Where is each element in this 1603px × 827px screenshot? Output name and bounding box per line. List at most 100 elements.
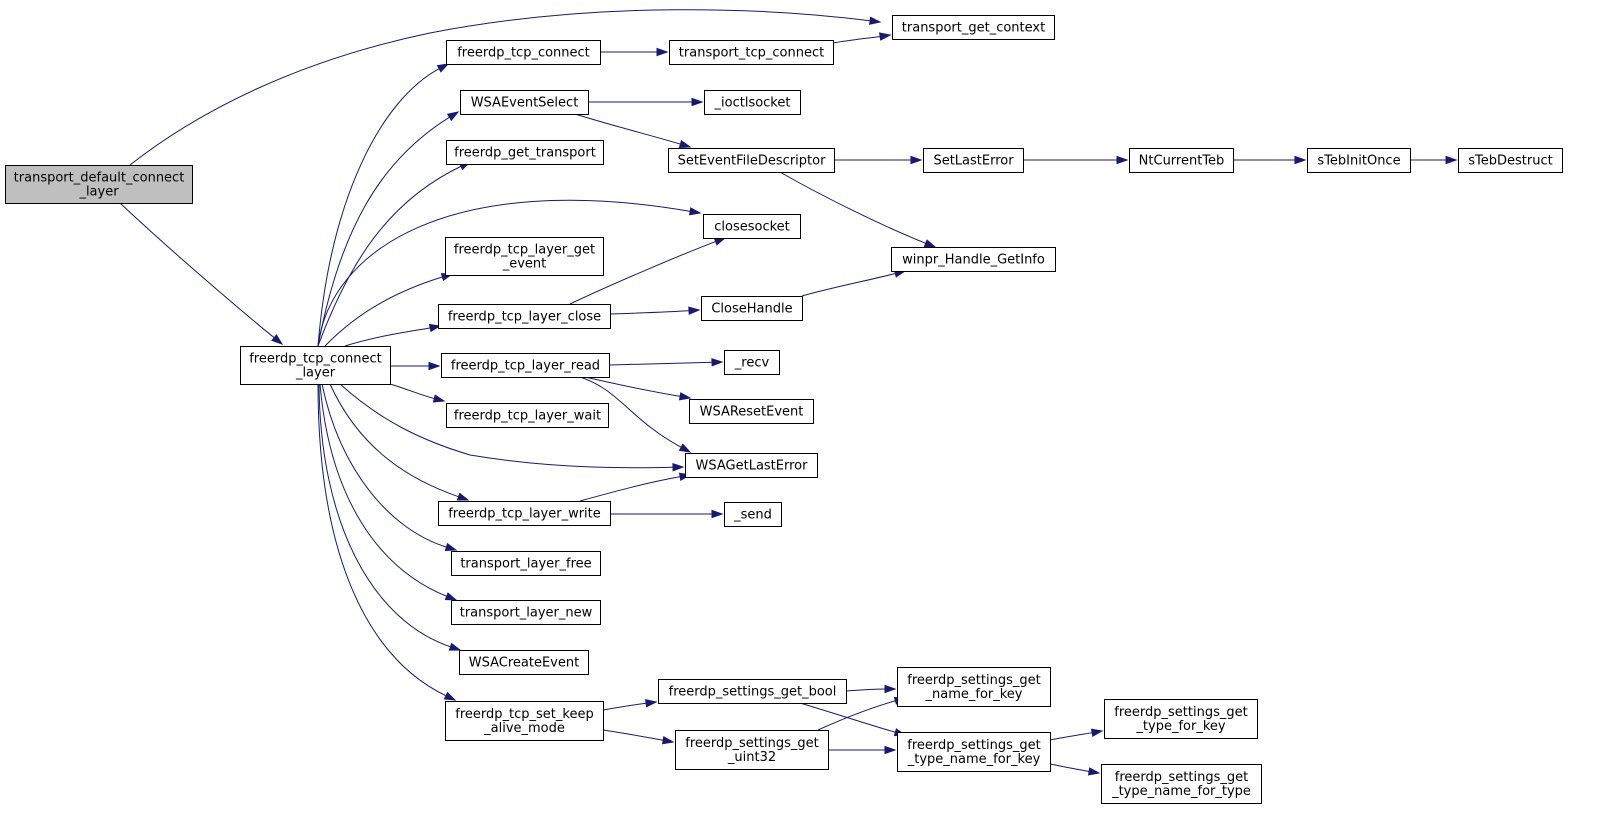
node-label: freerdp_tcp_connect <box>249 352 382 367</box>
arrow-head-icon <box>878 32 892 41</box>
edge-line <box>321 383 448 548</box>
node-label: CloseHandle <box>711 302 792 317</box>
node-box <box>1458 148 1563 173</box>
arrow-head-icon <box>691 97 704 107</box>
edge-ftcl-to-wgle <box>339 383 685 472</box>
edge-line <box>579 376 683 449</box>
edge-ftlr-to-wre <box>584 376 692 401</box>
arrow-head-icon <box>432 394 446 403</box>
node-box <box>445 701 604 741</box>
node-whgi[interactable]: winpr_Handle_GetInfo <box>891 247 1056 272</box>
edge-line <box>344 327 432 347</box>
edge-line <box>129 9 872 166</box>
node-label: SetLastError <box>933 154 1014 169</box>
node-label: SetEventFileDescriptor <box>678 154 827 169</box>
arrow-head-icon <box>678 139 692 149</box>
node-box <box>441 353 610 378</box>
node-fsgu[interactable]: freerdp_settings_get_uint32 <box>675 730 829 770</box>
node-cs[interactable]: closesocket <box>703 214 801 239</box>
node-ttc[interactable]: transport_tcp_connect <box>669 40 834 65</box>
node-box <box>923 148 1024 173</box>
arrow-head-icon <box>661 736 675 745</box>
edge-line <box>324 276 444 347</box>
node-ftskam[interactable]: freerdp_tcp_set_keep_alive_mode <box>445 701 604 741</box>
node-label: WSAEventSelect <box>471 96 579 111</box>
node-box <box>1104 699 1258 739</box>
node-box <box>897 732 1051 772</box>
node-label: _recv <box>734 356 770 371</box>
node-label: _send <box>733 508 772 523</box>
node-label: _uint32 <box>727 750 776 765</box>
arrow-head-icon <box>645 699 658 708</box>
node-label: NtCurrentTeb <box>1139 154 1225 169</box>
node-box <box>689 399 814 424</box>
node-tdcl[interactable]: transport_default_connect_layer <box>5 165 193 204</box>
arrow-head-icon <box>923 239 937 248</box>
node-wes[interactable]: WSAEventSelect <box>460 90 589 115</box>
node-label: _ioctlsocket <box>714 96 791 111</box>
edge-fsgtnk-to-fsgtnt <box>1049 763 1101 776</box>
node-label: freerdp_settings_get <box>1114 705 1247 720</box>
node-wre[interactable]: WSAResetEvent <box>689 399 814 424</box>
edge-line <box>832 35 882 44</box>
node-tln[interactable]: transport_layer_new <box>451 600 601 625</box>
node-box <box>451 600 601 625</box>
node-recv[interactable]: _recv <box>724 350 780 375</box>
node-ftcl[interactable]: freerdp_tcp_connect_layer <box>240 346 391 385</box>
node-tlf[interactable]: transport_layer_free <box>451 551 601 576</box>
node-ch[interactable]: CloseHandle <box>701 296 803 321</box>
node-box <box>445 237 604 276</box>
node-send[interactable]: _send <box>724 502 782 527</box>
node-label: freerdp_settings_get <box>685 736 818 751</box>
node-ftlge[interactable]: freerdp_tcp_layer_get_event <box>445 237 604 276</box>
edge-line <box>317 116 451 347</box>
node-ftlc[interactable]: freerdp_tcp_layer_close <box>438 304 611 329</box>
arrow-head-icon <box>428 361 441 371</box>
node-ftc[interactable]: freerdp_tcp_connect <box>446 40 601 65</box>
arrow-head-icon <box>656 47 669 57</box>
node-ftlwait[interactable]: freerdp_tcp_layer_wait <box>446 403 609 428</box>
arrow-head-icon <box>436 63 450 73</box>
edge-ftc-to-ttc <box>600 47 669 57</box>
node-ioct[interactable]: _ioctlsocket <box>704 90 801 115</box>
node-label: sTebInitOnce <box>1317 154 1400 169</box>
edge-line <box>574 113 682 145</box>
node-fgt[interactable]: freerdp_get_transport <box>446 140 604 165</box>
arrow-head-icon <box>1116 155 1129 165</box>
node-ftlw[interactable]: freerdp_tcp_layer_write <box>438 501 611 526</box>
edge-line <box>119 202 276 339</box>
edge-ftlw-to-wgle <box>579 472 692 502</box>
arrow-head-icon <box>1445 155 1458 165</box>
node-fsgtnk[interactable]: freerdp_settings_get_type_name_for_key <box>897 732 1051 772</box>
edge-tdcl-to-tgc <box>129 9 882 166</box>
call-edges <box>119 9 1458 776</box>
edge-ftcl-to-ftlc <box>344 323 442 347</box>
node-nct[interactable]: NtCurrentTeb <box>1129 148 1234 173</box>
node-fsgnk[interactable]: freerdp_settings_get_name_for_key <box>897 667 1051 707</box>
node-ftlr[interactable]: freerdp_tcp_layer_read <box>441 353 610 378</box>
node-sefd[interactable]: SetEventFileDescriptor <box>668 148 835 173</box>
edge-sefd-to-sle <box>833 155 923 165</box>
edge-fsgb-to-fsgnk <box>845 684 897 694</box>
node-stio[interactable]: sTebInitOnce <box>1307 148 1411 173</box>
edge-line <box>1049 732 1094 741</box>
edge-line <box>569 240 717 305</box>
node-tgc[interactable]: transport_get_context <box>892 15 1055 40</box>
edge-ttc-to-tgc <box>832 32 892 44</box>
node-sle[interactable]: SetLastError <box>923 148 1024 173</box>
node-label: freerdp_tcp_layer_get <box>454 243 595 258</box>
node-box <box>704 90 801 115</box>
node-fsgtk[interactable]: freerdp_settings_get_type_for_key <box>1104 699 1258 739</box>
node-fsgtnt[interactable]: freerdp_settings_get_type_name_for_type <box>1101 764 1262 804</box>
node-std[interactable]: sTebDestruct <box>1458 148 1563 173</box>
node-box <box>446 140 604 165</box>
node-wgle[interactable]: WSAGetLastError <box>685 453 818 478</box>
node-wce[interactable]: WSACreateEvent <box>459 650 589 675</box>
edge-line <box>317 67 441 347</box>
node-fsgb[interactable]: freerdp_settings_get_bool <box>658 679 847 704</box>
node-label: WSAGetLastError <box>696 459 809 474</box>
node-box <box>459 650 589 675</box>
edge-ftlr-to-wgle <box>579 376 692 453</box>
node-label: _type_name_for_type <box>1111 784 1251 799</box>
edge-line <box>602 729 665 741</box>
